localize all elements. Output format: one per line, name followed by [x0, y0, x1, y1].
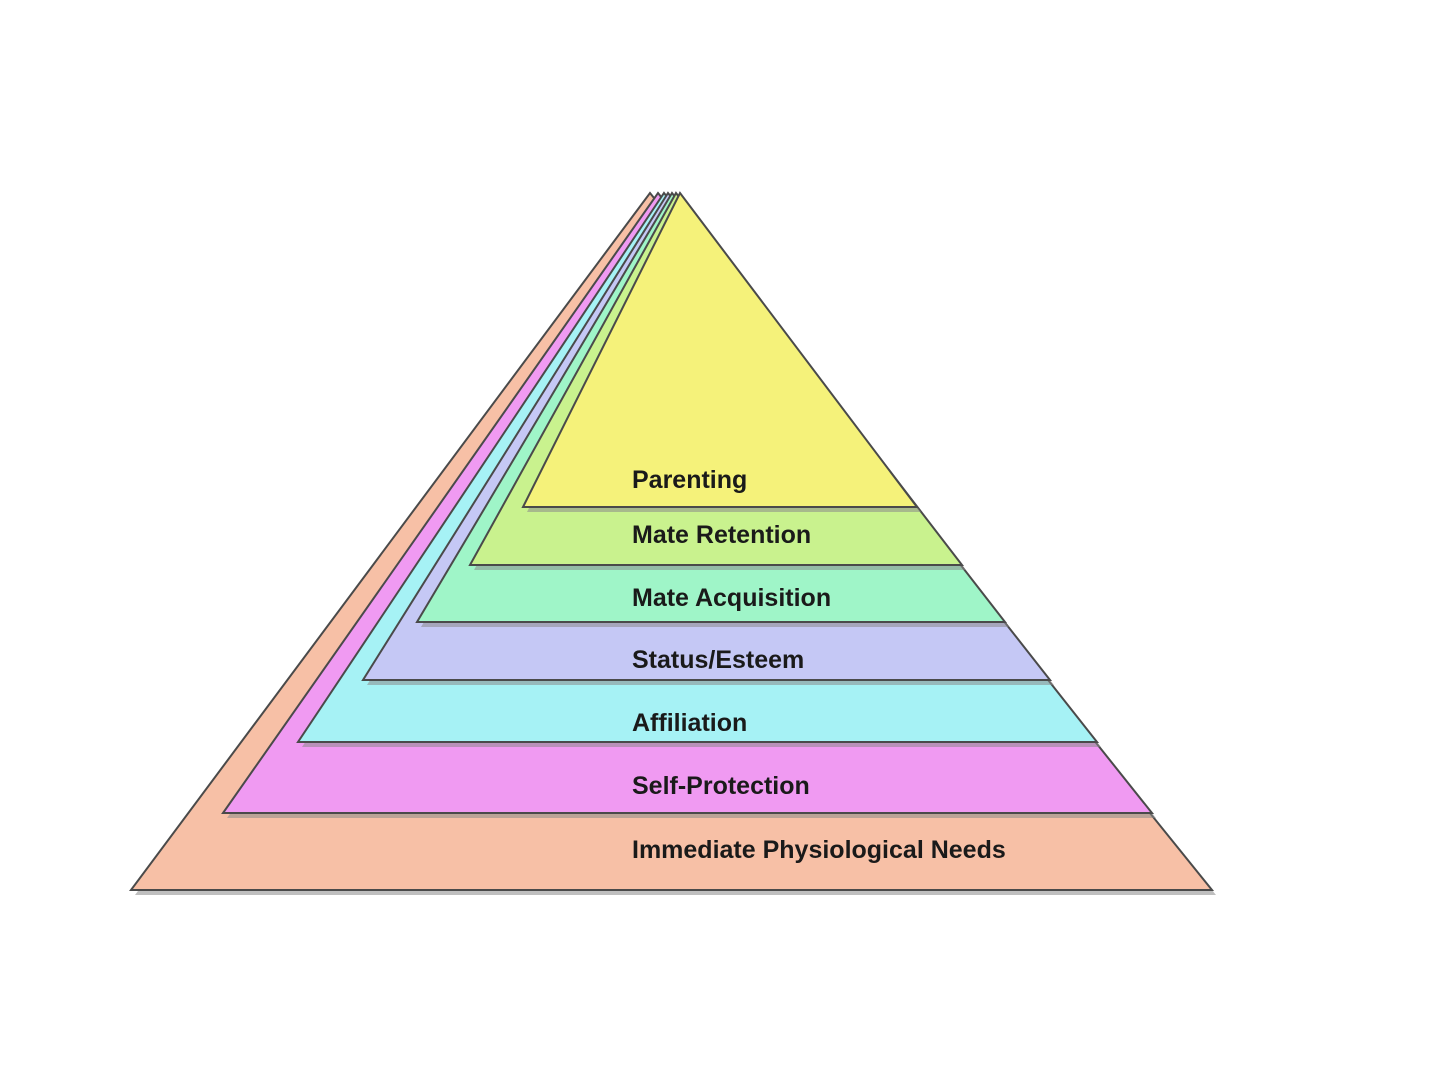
pyramid-layer-label: Mate Acquisition	[632, 584, 831, 612]
pyramid-layer-label: Parenting	[632, 466, 747, 494]
pyramid-layer-label: Immediate Physiological Needs	[632, 836, 1006, 864]
pyramid-layer-label: Mate Retention	[632, 521, 811, 549]
pyramid-layer	[521, 191, 920, 508]
pyramid-layer-label: Self-Protection	[632, 772, 810, 800]
pyramid-layer-label: Affiliation	[632, 709, 747, 737]
pyramid-layer-label: Status/Esteem	[632, 646, 804, 674]
pyramid-layers	[129, 191, 1216, 895]
